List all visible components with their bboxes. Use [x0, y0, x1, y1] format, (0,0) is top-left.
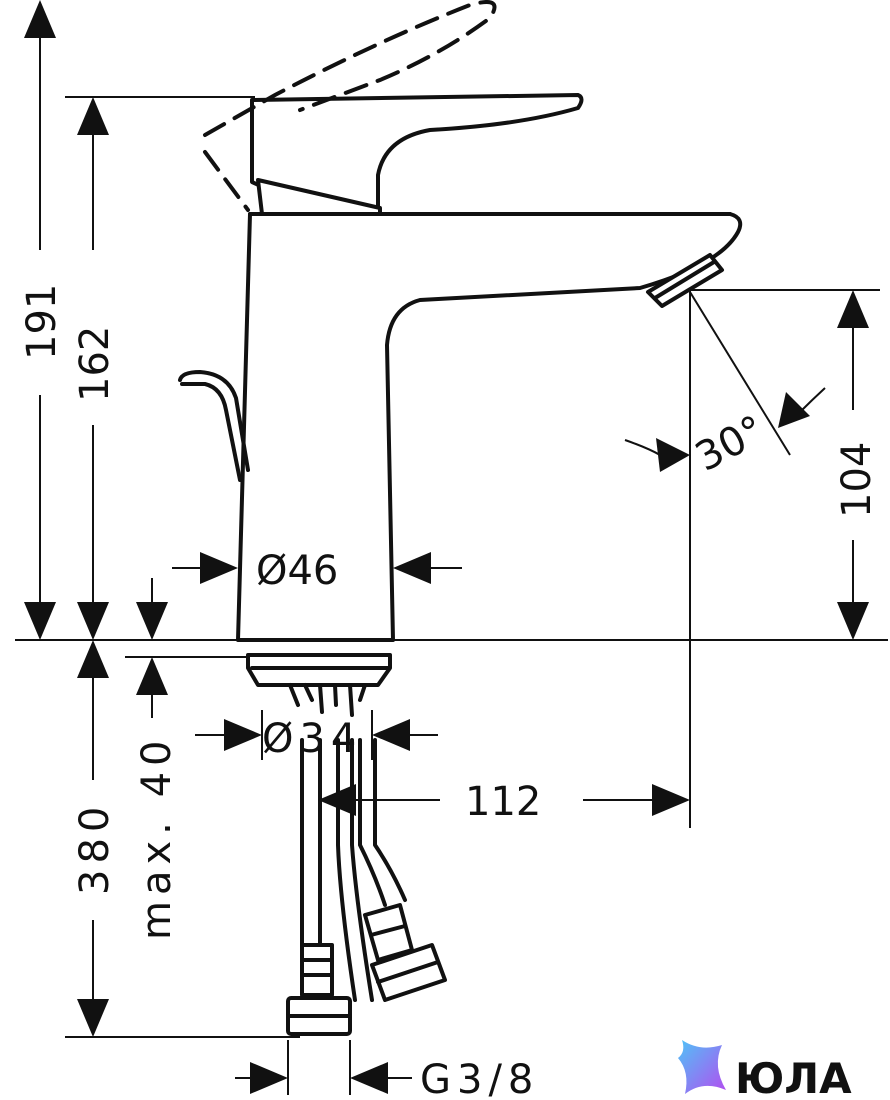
dim-34-label: Ø34 [262, 716, 362, 762]
dim-30-leader-right [799, 387, 826, 413]
lever-handle-raised [203, 0, 497, 137]
dim-380-arrow-top [77, 640, 109, 678]
dim-40-arrow-top [136, 602, 168, 640]
fitting-right-line [369, 924, 407, 937]
fitting-right-nut-line [376, 960, 440, 984]
popup-rod [178, 370, 250, 472]
brand-logo: ЮЛА [678, 1040, 852, 1100]
dim-104-arrow-bottom [837, 602, 869, 640]
dim-112-arrow-right [652, 784, 690, 816]
dim-191-arrow-top [24, 0, 56, 38]
dim-30-arrow-right [778, 392, 810, 428]
aerator-line-1 [653, 260, 716, 300]
brand-name: ЮЛА [735, 1054, 852, 1100]
dim-40-label: max. 40 [134, 735, 180, 940]
fitting-left-upper [300, 943, 334, 997]
dim-162-arrow-bottom [77, 602, 109, 640]
dim-34-arrow-left [224, 719, 262, 751]
dim-191-arrow-bottom [24, 602, 56, 640]
nut-teeth [288, 683, 367, 717]
dim-104-label: 104 [834, 442, 880, 518]
dim-380-label: 380 [72, 801, 118, 895]
dim-162-label: 162 [72, 326, 118, 402]
dim-46-arrow-right [393, 552, 431, 584]
brand-star-icon [678, 1040, 726, 1094]
fitting-right-upper [363, 903, 414, 962]
dim-46-arrow-left [200, 552, 238, 584]
dim-380-arrow-bottom [77, 999, 109, 1037]
hose-right [358, 738, 407, 907]
dim-46-label: Ø46 [256, 548, 338, 594]
lever-base-dashed [203, 150, 250, 212]
dim-40-arrow-bottom [136, 657, 168, 695]
popup-rod-inner [180, 382, 242, 482]
dim-162-arrow-top [77, 97, 109, 135]
dim-30-leader-left [624, 439, 661, 456]
hose-left [300, 738, 322, 947]
g38-label: G3/8 [420, 1057, 539, 1100]
dim-104-arrow-top [837, 290, 869, 328]
lever-base [256, 178, 382, 216]
jet-angle-line [689, 291, 791, 456]
g38-arrow-left [250, 1062, 288, 1094]
g38-arrow-right [350, 1062, 388, 1094]
dim-34-arrow-right [372, 719, 410, 751]
dim-30-label: 30° [688, 407, 772, 481]
hose-mid [336, 738, 374, 1002]
dim-191-label: 191 [19, 284, 65, 360]
dim-112-label: 112 [465, 779, 541, 825]
dim-30-arrow-left [656, 438, 690, 472]
lever-handle [250, 93, 584, 210]
dim-112-arrow-left [318, 784, 356, 816]
